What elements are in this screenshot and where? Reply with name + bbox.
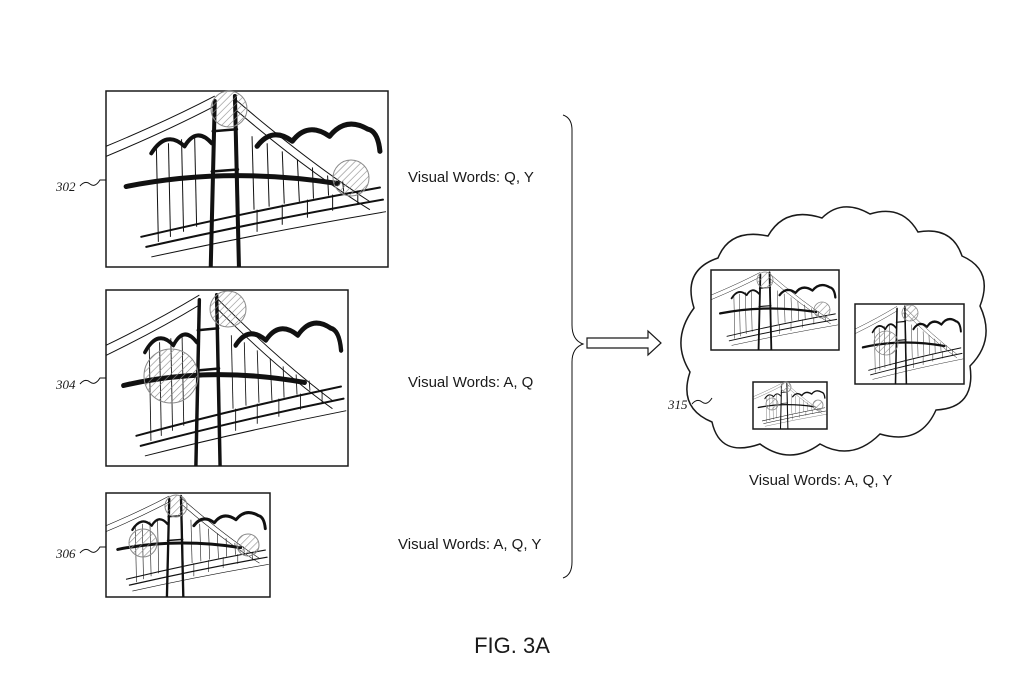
visual-words-306: Visual Words: A, Q, Y: [398, 536, 541, 553]
arrow-icon: [586, 329, 662, 357]
cluster-image-3: [752, 381, 828, 430]
svg-text:306: 306: [55, 546, 76, 561]
image-306: [105, 492, 271, 598]
feature-region-a: [143, 348, 199, 404]
image-302: [105, 90, 389, 268]
visual-words-304: Visual Words: A, Q: [408, 374, 533, 391]
ref-304: 304: [55, 377, 106, 392]
feature-region-q: [164, 494, 188, 518]
feature-region-q: [210, 90, 248, 128]
cluster-image-1: [710, 269, 840, 351]
ref-302: 302: [55, 179, 106, 194]
figure-caption: FIG. 3A: [474, 633, 550, 658]
image-304: [105, 289, 349, 467]
grouping-brace: [562, 114, 585, 579]
ref-315: 315: [667, 397, 713, 412]
svg-text:304: 304: [55, 377, 76, 392]
feature-region-a: [128, 528, 158, 558]
visual-words-302: Visual Words: Q, Y: [408, 169, 534, 186]
feature-region-y: [332, 159, 370, 197]
svg-text:315: 315: [667, 397, 688, 412]
svg-text:302: 302: [55, 179, 76, 194]
cluster-image-2: [854, 303, 965, 385]
feature-region-q: [209, 290, 247, 328]
ref-306: 306: [55, 546, 106, 561]
feature-region-y: [236, 533, 260, 557]
visual-words-cluster: Visual Words: A, Q, Y: [749, 472, 892, 489]
